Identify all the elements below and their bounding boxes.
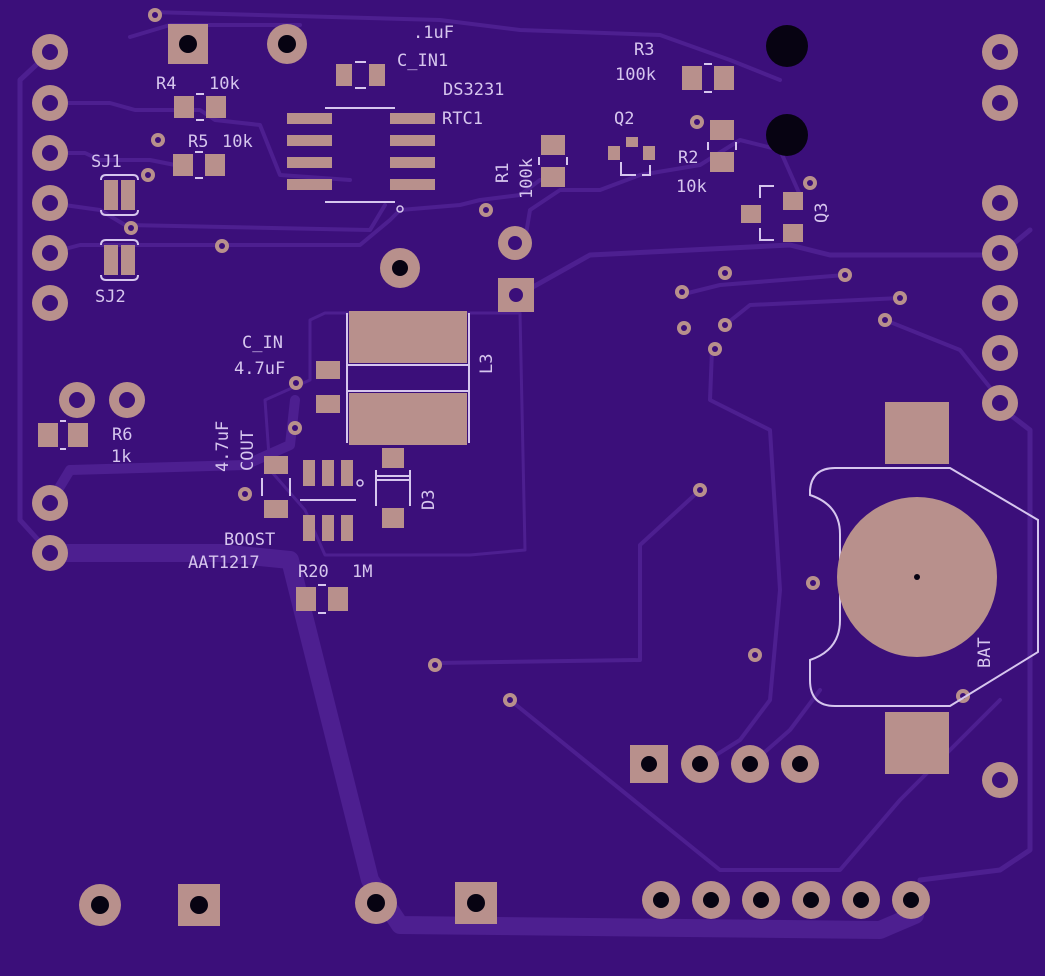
- r1-resistor: [538, 135, 568, 187]
- r20-resistor: [296, 584, 348, 614]
- r3-value-label: 100k: [615, 65, 656, 85]
- bottom-header-six: [642, 881, 930, 919]
- r6-name-label: R6: [112, 425, 132, 445]
- c-in1-name-label: C_IN1: [397, 51, 448, 71]
- r3-name-label: R3: [634, 40, 654, 60]
- cout-name-label: COUT: [238, 430, 258, 471]
- copper-traces: [17, 10, 1033, 939]
- l3-name-label: L3: [477, 354, 497, 374]
- l3-inductor: [346, 311, 470, 445]
- sj1-jumper: [100, 174, 139, 216]
- rtc-name-label: RTC1: [442, 109, 483, 129]
- boost-part-label: AAT1217: [188, 553, 260, 573]
- q2-transistor: [608, 137, 655, 176]
- r2-value-label: 10k: [676, 177, 707, 197]
- cout-capacitor: [261, 456, 291, 518]
- boost-chip: [300, 460, 364, 541]
- r2-name-label: R2: [678, 148, 698, 168]
- sj2-name-label: SJ2: [95, 287, 126, 307]
- c-in-capacitor: [316, 361, 340, 413]
- r6-header-pads: [59, 382, 145, 418]
- r20-value-label: 1M: [352, 562, 372, 582]
- vias: [124, 8, 970, 707]
- r4-resistor: [174, 93, 226, 121]
- r5-value-label: 10k: [222, 132, 253, 152]
- battery-name-label: BAT: [975, 637, 995, 668]
- sj2-jumper: [100, 239, 139, 281]
- r20-name-label: R20: [298, 562, 329, 582]
- q2-name-label: Q2: [614, 109, 634, 129]
- sj1-name-label: SJ1: [91, 152, 122, 172]
- c-in1-value-label: .1uF: [413, 23, 454, 43]
- r5-name-label: R5: [188, 132, 208, 152]
- c-in-name-label: C_IN: [242, 333, 283, 353]
- q3-name-label: Q3: [812, 203, 832, 223]
- r6-resistor: [38, 420, 88, 450]
- r2-resistor: [707, 120, 737, 172]
- rtc-part-label: DS3231: [443, 80, 504, 100]
- rtc-chip: [287, 107, 435, 213]
- left-header-bottom: [32, 485, 68, 571]
- right-header: [982, 34, 1018, 798]
- r4-value-label: 10k: [209, 74, 240, 94]
- top-left-pads: [168, 24, 307, 64]
- d3-name-label: D3: [419, 490, 439, 510]
- c-in1-capacitor: [336, 61, 385, 89]
- mounting-holes: [766, 25, 808, 156]
- center-pads: [380, 226, 534, 312]
- r5-resistor: [173, 151, 225, 179]
- c-in-value-label: 4.7uF: [234, 359, 285, 379]
- cout-value-label: 4.7uF: [213, 421, 233, 472]
- d3-diode: [375, 448, 411, 528]
- battery-holder: [809, 402, 1039, 774]
- q3-transistor: [741, 185, 803, 242]
- boost-name-label: BOOST: [224, 530, 275, 550]
- r4-name-label: R4: [156, 74, 176, 94]
- bottom-header-four: [630, 745, 819, 783]
- r1-value-label: 100k: [517, 158, 537, 199]
- r3-resistor: [682, 63, 734, 93]
- bottom-left-pads: [79, 882, 497, 926]
- r1-name-label: R1: [493, 163, 513, 183]
- silkscreen-labels: .1uF C_IN1 R3 100k DS3231 RTC1 R4 10k R5…: [91, 23, 995, 668]
- r6-value-label: 1k: [111, 447, 131, 467]
